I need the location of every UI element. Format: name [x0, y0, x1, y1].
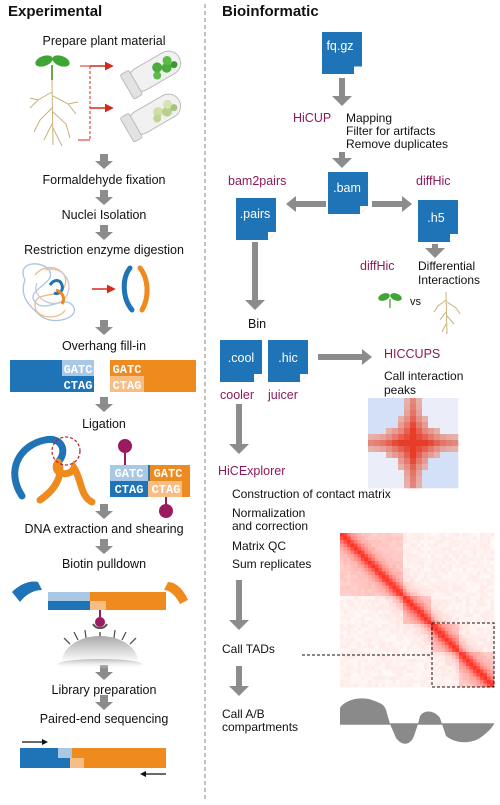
arrow-bam-to-h5	[372, 196, 412, 212]
step-library-preparation: Library preparation	[52, 683, 157, 697]
cut-dna-icon	[124, 268, 147, 310]
arrow-to-hiccups	[318, 349, 372, 365]
arrow-to-compartments	[229, 666, 249, 696]
seq-gatc-ligated-left: GATC	[115, 467, 144, 481]
seq-ctag-blue: CTAG	[64, 379, 93, 393]
file-h5-label: .h5	[427, 211, 444, 225]
hicup-step-mapping: Mapping	[346, 111, 392, 125]
seq-gatc-orange: GATC	[113, 363, 142, 377]
tool-hiccups: HICCUPS	[384, 347, 440, 361]
seq-gatc-blue: GATC	[64, 363, 93, 377]
arrow-fastq-to-bam	[332, 78, 352, 106]
diffhic-desc-interactions: Interactions	[418, 273, 480, 287]
step-formaldehyde-fixation: Formaldehyde fixation	[43, 173, 166, 187]
ligation-product: GATC GATC CTAG CTAG	[110, 439, 190, 518]
arrow-pairs-to-bin	[245, 242, 265, 310]
experimental-heading: Experimental	[8, 3, 102, 20]
seq-gatc-ligated-right: GATC	[154, 467, 183, 481]
contact-matrix	[340, 533, 494, 687]
file-cool-icon: .cool	[220, 340, 262, 382]
file-hic-icon: .hic	[268, 340, 308, 382]
paired-end-read-icon	[20, 739, 166, 777]
hicexplorer-normalization: Normalization	[232, 506, 305, 520]
step-paired-end-sequencing: Paired-end sequencing	[40, 712, 169, 726]
root-small-icon	[434, 292, 460, 334]
file-bam-icon: .bam	[328, 172, 368, 214]
ligated-loop-icon	[15, 437, 92, 502]
step-nuclei-isolation: Nuclei Isolation	[62, 208, 147, 222]
hicexplorer-construction: Construction of contact matrix	[232, 487, 391, 501]
fill-in-blue-fragment: GATC CTAG	[10, 360, 94, 393]
hiccups-desc-call: Call interaction	[384, 369, 463, 383]
bioinformatic-heading: Bioinformatic	[222, 3, 319, 20]
compartments-label-2: compartments	[222, 720, 298, 734]
hicup-step-duplicates: Remove duplicates	[346, 137, 448, 151]
file-hic-label: .hic	[278, 351, 297, 365]
seq-ctag-ligated-right: CTAG	[152, 483, 181, 497]
sample-bracket	[78, 66, 112, 140]
pulldown-icon	[12, 581, 188, 669]
bin-label: Bin	[248, 317, 266, 331]
roots-icon	[30, 80, 78, 146]
compartment-track	[340, 698, 494, 743]
seedling-small-icon	[377, 292, 403, 308]
step-restriction-digestion: Restriction enzyme digestion	[24, 243, 184, 257]
arrow-h5-to-diffhic	[425, 244, 445, 258]
tool-diffhic-top: diffHic	[416, 174, 451, 188]
biotin-bottom-icon	[159, 504, 173, 518]
experimental-column: Prepare plant material	[10, 34, 196, 777]
vs-label: vs	[410, 296, 422, 308]
hiccups-desc-peaks: peaks	[384, 383, 416, 397]
file-fastq-label: fq.gz	[326, 39, 353, 53]
fill-in-orange-fragment: GATC CTAG	[110, 360, 196, 393]
step-overhang-fill-in: Overhang fill-in	[62, 339, 146, 353]
arrow-to-call-tads	[229, 580, 249, 630]
step-ligation: Ligation	[82, 417, 126, 431]
tool-bam2pairs: bam2pairs	[228, 174, 286, 188]
tool-diffhic-bottom: diffHic	[360, 259, 395, 273]
hicexplorer-matrix-qc: Matrix QC	[232, 539, 286, 553]
tube-root-icon	[120, 88, 186, 142]
arrow-bam-to-pairs	[286, 196, 326, 212]
file-bam-label: .bam	[333, 181, 361, 195]
file-h5-icon: .h5	[418, 200, 458, 242]
seq-ctag-ligated-left: CTAG	[115, 483, 144, 497]
hicexplorer-correction: and correction	[232, 519, 308, 533]
step-dna-extraction-shearing: DNA extraction and shearing	[24, 522, 183, 536]
call-tads-label: Call TADs	[222, 642, 275, 656]
chromatin-icon	[23, 264, 74, 321]
file-pairs-label: .pairs	[240, 207, 271, 221]
arrow-hicup-to-bam	[332, 152, 352, 168]
peak-heatmap	[368, 398, 458, 488]
tube-shoot-icon	[120, 45, 186, 99]
step-prepare-plant-material: Prepare plant material	[43, 34, 166, 48]
seq-ctag-orange: CTAG	[113, 379, 142, 393]
compartments-label-1: Call A/B	[222, 707, 265, 721]
tool-hicexplorer: HiCExplorer	[218, 464, 285, 478]
step-biotin-pulldown: Biotin pulldown	[62, 557, 146, 571]
hicup-step-filter: Filter for artifacts	[346, 124, 435, 138]
file-cool-label: .cool	[228, 351, 254, 365]
tool-juicer: juicer	[267, 388, 298, 402]
diffhic-desc-differential: Differential	[418, 259, 475, 273]
file-pairs-icon: .pairs	[236, 198, 276, 240]
tool-cooler: cooler	[220, 388, 254, 402]
file-fastq-icon: fq.gz	[322, 32, 362, 74]
arrow-cooler-to-hicexplorer	[229, 404, 249, 454]
seedling-icon	[34, 53, 71, 80]
biotin-top-icon	[118, 439, 132, 453]
bioinformatic-column: fq.gz HiCUP Mapping Filter for artifacts…	[218, 32, 494, 744]
hicexplorer-sum-replicates: Sum replicates	[232, 557, 311, 571]
tool-hicup: HiCUP	[293, 111, 331, 125]
